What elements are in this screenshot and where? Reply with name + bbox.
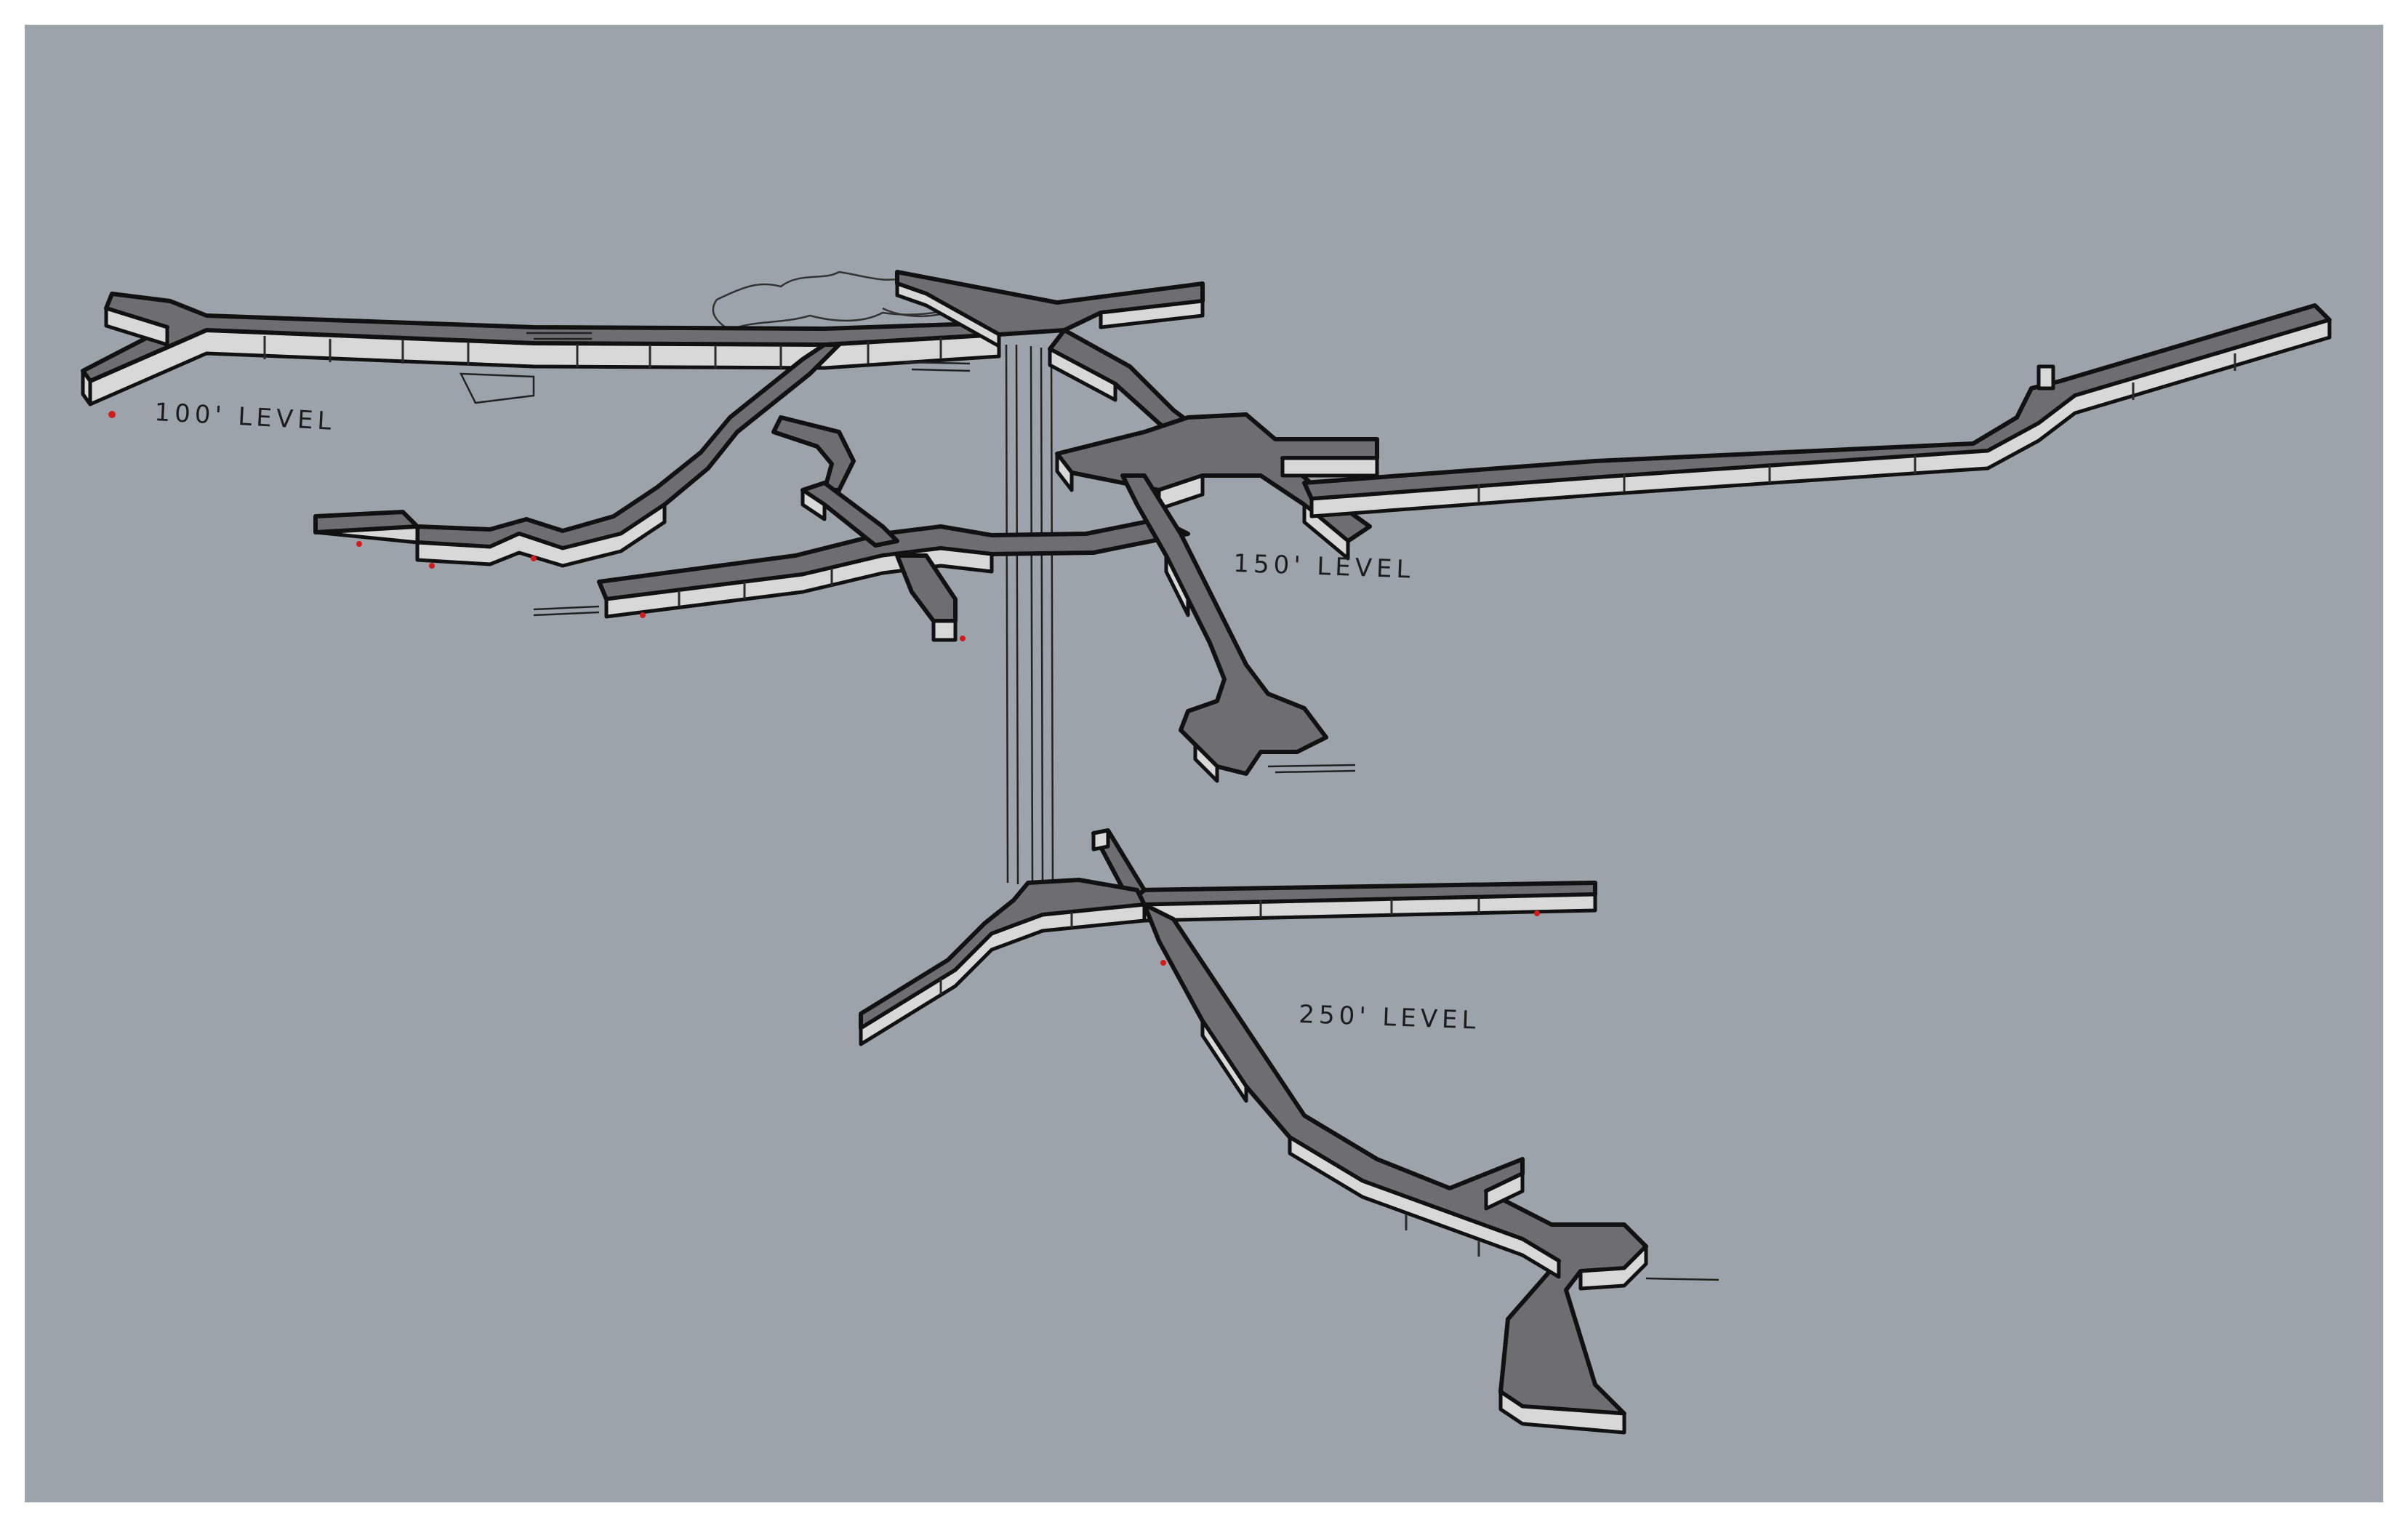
level-250-workings	[859, 828, 1719, 1435]
level-100-ticks	[263, 336, 942, 369]
label-level-100: 100' LEVEL	[154, 398, 337, 436]
label-level-150: 150' LEVEL	[1233, 549, 1415, 585]
level-250-ticks	[939, 897, 1480, 1257]
level-150-workings	[533, 303, 2332, 783]
main-shaft	[1005, 344, 1054, 889]
level-150-ticks	[678, 353, 2236, 606]
mine-workings-3d-model: 100' LEVEL 150' LEVEL 250' LEVEL	[81, 270, 2332, 1435]
level-100-workings	[81, 270, 1205, 569]
label-level-250: 250' LEVEL	[1299, 1000, 1480, 1036]
model-viewport: 100' LEVEL 150' LEVEL 250' LEVEL	[25, 25, 2383, 1502]
